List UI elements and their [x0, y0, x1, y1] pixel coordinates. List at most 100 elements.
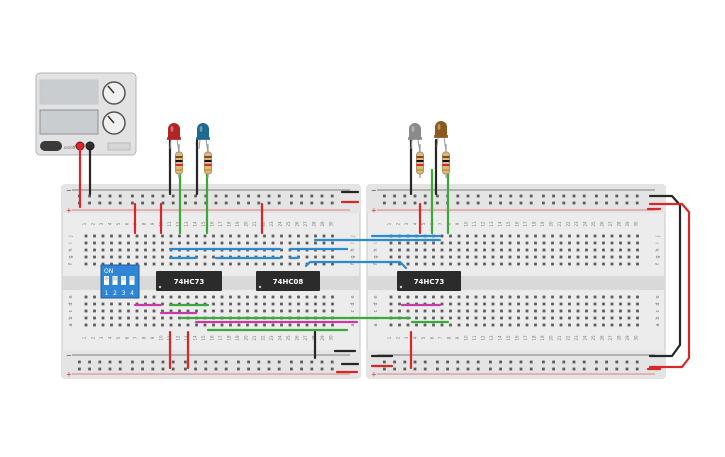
- hole[interactable]: [593, 323, 597, 327]
- hole[interactable]: [466, 248, 469, 252]
- rail-hole[interactable]: [572, 367, 576, 371]
- rail-hole[interactable]: [529, 194, 533, 198]
- rail-hole[interactable]: [582, 201, 586, 205]
- hole[interactable]: [517, 316, 520, 320]
- rail-hole[interactable]: [214, 194, 218, 198]
- hole[interactable]: [432, 316, 435, 320]
- hole[interactable]: [508, 255, 512, 259]
- hole[interactable]: [203, 262, 207, 266]
- hole[interactable]: [178, 241, 181, 245]
- rail-hole[interactable]: [552, 194, 555, 198]
- hole[interactable]: [542, 323, 546, 327]
- hole[interactable]: [610, 323, 614, 327]
- hole[interactable]: [110, 241, 113, 245]
- black-wire[interactable]: [648, 194, 682, 358]
- hole[interactable]: [551, 262, 554, 266]
- hole[interactable]: [585, 248, 588, 252]
- rail-hole[interactable]: [413, 194, 417, 198]
- hole[interactable]: [491, 262, 495, 266]
- hole[interactable]: [491, 255, 495, 259]
- rail-hole[interactable]: [489, 360, 492, 364]
- rail-hole[interactable]: [542, 194, 545, 198]
- rail-hole[interactable]: [161, 201, 165, 205]
- hole[interactable]: [127, 234, 130, 238]
- hole[interactable]: [440, 302, 444, 306]
- hole[interactable]: [576, 316, 580, 320]
- hole[interactable]: [483, 309, 486, 313]
- rail-hole[interactable]: [108, 360, 112, 364]
- rail-hole[interactable]: [88, 201, 91, 205]
- hole[interactable]: [212, 302, 215, 306]
- rail-hole[interactable]: [615, 360, 619, 364]
- hole[interactable]: [297, 309, 300, 313]
- rail-hole[interactable]: [542, 360, 545, 364]
- hole[interactable]: [449, 262, 452, 266]
- hole[interactable]: [559, 316, 563, 320]
- hole[interactable]: [135, 234, 139, 238]
- hole[interactable]: [517, 295, 520, 299]
- hole[interactable]: [474, 302, 478, 306]
- hole[interactable]: [212, 234, 215, 238]
- hole[interactable]: [491, 302, 495, 306]
- blue-wire[interactable]: [304, 260, 408, 270]
- rail-hole[interactable]: [383, 367, 386, 371]
- rail-hole[interactable]: [184, 367, 187, 371]
- rail-hole[interactable]: [320, 201, 324, 205]
- hole[interactable]: [576, 255, 580, 259]
- hole[interactable]: [534, 241, 537, 245]
- hole[interactable]: [415, 262, 418, 266]
- hole[interactable]: [161, 316, 164, 320]
- hole[interactable]: [610, 295, 614, 299]
- chip-u3[interactable]: 74HC73: [397, 271, 461, 291]
- hole[interactable]: [118, 309, 122, 313]
- hole[interactable]: [593, 248, 597, 252]
- rail-hole[interactable]: [625, 194, 629, 198]
- rail-hole[interactable]: [277, 360, 281, 364]
- hole[interactable]: [389, 248, 393, 252]
- rail-hole[interactable]: [141, 360, 144, 364]
- rail-hole[interactable]: [582, 367, 586, 371]
- hole[interactable]: [576, 234, 580, 238]
- rail-hole[interactable]: [237, 360, 240, 364]
- hole[interactable]: [144, 316, 147, 320]
- hole[interactable]: [314, 295, 317, 299]
- hole[interactable]: [585, 323, 588, 327]
- hole[interactable]: [161, 309, 164, 313]
- hole[interactable]: [229, 323, 232, 327]
- rail-hole[interactable]: [204, 360, 208, 364]
- hole[interactable]: [517, 302, 520, 306]
- hole[interactable]: [568, 316, 571, 320]
- hole[interactable]: [636, 255, 639, 259]
- rail-hole[interactable]: [257, 201, 261, 205]
- hole[interactable]: [474, 255, 478, 259]
- rail-hole[interactable]: [257, 367, 261, 371]
- rail-hole[interactable]: [413, 367, 417, 371]
- hole[interactable]: [322, 234, 326, 238]
- hole[interactable]: [314, 309, 317, 313]
- hole[interactable]: [619, 302, 622, 306]
- hole[interactable]: [186, 234, 190, 238]
- hole[interactable]: [619, 241, 622, 245]
- hole[interactable]: [610, 248, 614, 252]
- hole[interactable]: [466, 262, 469, 266]
- hole[interactable]: [84, 295, 88, 299]
- hole[interactable]: [84, 255, 88, 259]
- hole[interactable]: [542, 302, 546, 306]
- hole[interactable]: [186, 323, 190, 327]
- hole[interactable]: [619, 316, 622, 320]
- hole[interactable]: [415, 241, 418, 245]
- rail-hole[interactable]: [290, 360, 293, 364]
- rail-hole[interactable]: [257, 194, 261, 198]
- hole[interactable]: [508, 295, 512, 299]
- rail-hole[interactable]: [625, 360, 629, 364]
- rail-hole[interactable]: [446, 367, 449, 371]
- hole[interactable]: [619, 295, 622, 299]
- hole[interactable]: [551, 234, 554, 238]
- hole[interactable]: [457, 302, 461, 306]
- hole[interactable]: [263, 295, 266, 299]
- hole[interactable]: [568, 248, 571, 252]
- hole[interactable]: [237, 309, 241, 313]
- hole[interactable]: [331, 255, 334, 259]
- rail-hole[interactable]: [141, 367, 144, 371]
- hole[interactable]: [576, 323, 580, 327]
